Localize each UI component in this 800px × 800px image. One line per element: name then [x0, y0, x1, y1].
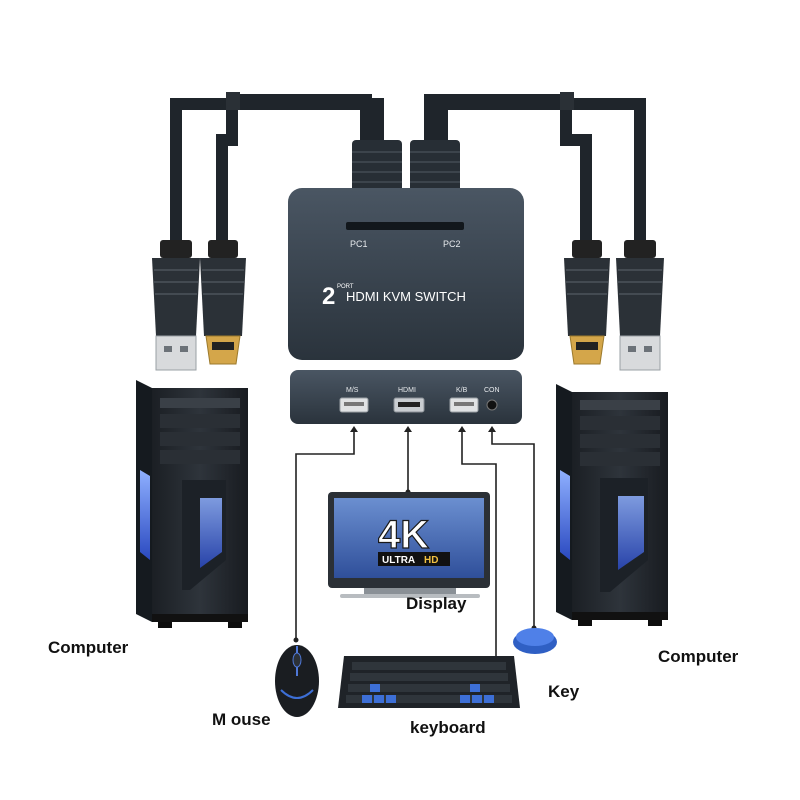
- port-label-hdmi: HDMI: [398, 387, 416, 394]
- con-port: [486, 399, 498, 411]
- strain-relief-left: [352, 140, 402, 194]
- port-count-badge: 2: [322, 283, 335, 310]
- monitor-logo-hd: HD: [424, 555, 438, 566]
- port-label-con: CON: [484, 387, 500, 394]
- caption-display: Display: [406, 594, 467, 613]
- strain-relief-right: [410, 140, 460, 194]
- port-label-kb: K/B: [456, 387, 468, 394]
- caption-keyboard: keyboard: [410, 718, 486, 737]
- caption-computer-right: Computer: [658, 647, 739, 666]
- monitor-logo-4k: 4K: [378, 513, 429, 557]
- pc1-label: PC1: [350, 239, 368, 249]
- port-label-ms: M/S: [346, 387, 359, 394]
- connection-lines: [295, 428, 535, 662]
- caption-computer-left: Computer: [48, 638, 129, 657]
- hdmi-connector-icon: [564, 240, 610, 365]
- cable-clip: [560, 92, 574, 110]
- kvm-switch: PC1 PC2 2 PORT HDMI KVM SWITCH: [288, 188, 524, 360]
- switch-title: HDMI KVM SWITCH: [346, 289, 466, 304]
- rear-panel: M/S HDMI K/B CON: [290, 370, 522, 424]
- right-cable-bundle: [424, 94, 646, 256]
- monitor-logo-ultra: ULTRA: [382, 555, 415, 566]
- cable-clip: [226, 92, 240, 110]
- left-cable-bundle: [170, 94, 384, 256]
- mouse-icon: [275, 645, 319, 717]
- port-count-sub: PORT: [337, 284, 354, 290]
- computer-tower-icon: [556, 384, 668, 626]
- remote-button-icon: [513, 628, 557, 654]
- caption-mouse: M ouse: [212, 710, 271, 729]
- usb-connector-icon: [152, 240, 200, 371]
- hdmi-connector-icon: [200, 240, 246, 365]
- pc2-label: PC2: [443, 239, 461, 249]
- computer-tower-icon: [136, 380, 248, 628]
- caption-key: Key: [548, 682, 580, 701]
- keyboard-icon: [338, 656, 520, 708]
- usb-connector-icon: [616, 240, 664, 371]
- monitor-icon: 4K ULTRA HD: [328, 492, 490, 598]
